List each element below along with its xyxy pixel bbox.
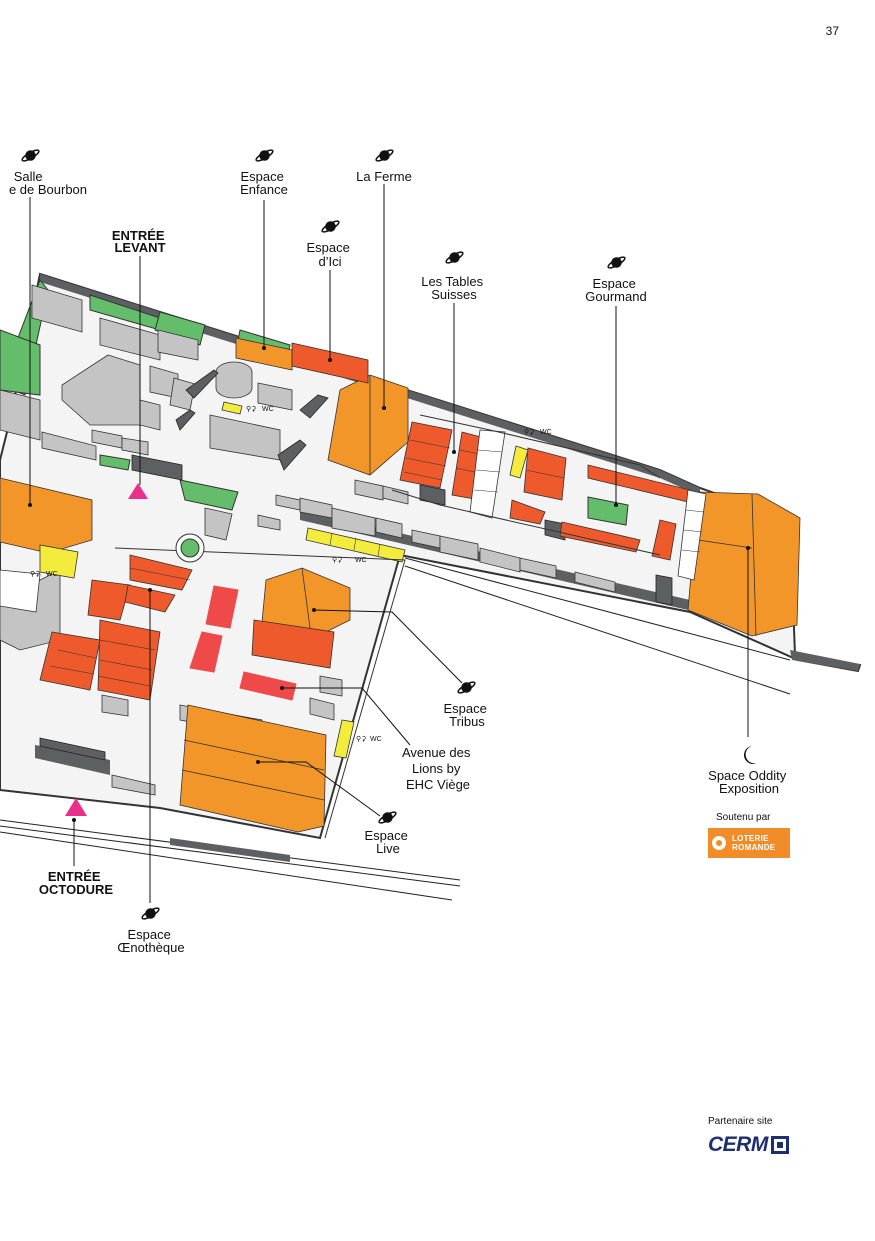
yellow-block-dividers <box>329 532 381 557</box>
partner-label: Partenaire site <box>708 1116 773 1127</box>
cerm-mark-icon <box>770 1136 789 1154</box>
label-espace-oenotheque: Espace Œnothèque <box>117 927 184 955</box>
label-espace-gourmand: Espace Gourmand <box>585 276 646 304</box>
red-zones <box>189 585 297 701</box>
dark-buildings <box>39 369 673 761</box>
label-entree-octodure: ENTRÉE OCTODURE <box>39 869 113 897</box>
loterie-line2: ROMANDE <box>732 843 776 852</box>
wc-icon: ⚲⚳ <box>356 735 366 743</box>
crescent-moon-icon <box>743 746 757 764</box>
wc-icon: ⚲⚳ <box>332 556 342 564</box>
label-espace-live: Espace Live <box>365 828 412 856</box>
wc-marker: ⚲⚳ WC <box>524 428 552 436</box>
leader-lines <box>29 184 749 903</box>
roundabout <box>175 533 205 563</box>
wc-marker: ⚲⚳ WC <box>332 556 367 564</box>
label-salle-bourbon: Salle e de Bourbon <box>9 169 87 197</box>
cerm-logo: CERM <box>708 1133 789 1157</box>
planet-icon <box>378 809 397 826</box>
wc-marker: ⚲⚳ WC <box>356 735 382 743</box>
wc-icon: ⚲⚳ <box>246 405 256 413</box>
planet-icon <box>445 249 464 266</box>
entrance-marker-icon <box>128 483 148 499</box>
planet-icon <box>141 905 160 922</box>
svg-text:WC: WC <box>370 736 382 743</box>
svg-text:WC: WC <box>262 406 274 413</box>
planet-icon <box>375 147 394 164</box>
loterie-romande-logo: LOTERIE ROMANDE <box>708 828 790 858</box>
red-orange-buildings <box>39 342 691 701</box>
svg-text:WC: WC <box>355 557 367 564</box>
south-wall <box>35 745 110 775</box>
planet-icon <box>457 679 476 696</box>
wc-marker: ⚲⚳ WC <box>30 570 58 578</box>
label-espace-enfance: Espace Enfance <box>240 169 288 197</box>
wc-icon: ⚲⚳ <box>30 570 40 578</box>
cerm-name: CERM <box>708 1133 768 1156</box>
entrance-marker-icon <box>65 798 87 816</box>
planet-icon <box>21 147 40 164</box>
label-tables-suisses: Les Tables Suisses <box>421 274 487 302</box>
orange-building-lines <box>181 375 757 801</box>
orange-buildings <box>0 337 801 833</box>
sponsor-label: Soutenu par <box>716 812 771 823</box>
east-road <box>790 650 860 671</box>
label-espace-tribus: Espace Tribus <box>444 701 491 729</box>
label-la-ferme: La Ferme <box>356 169 412 184</box>
svg-text:WC: WC <box>46 571 58 578</box>
yellow-blocks <box>39 401 529 759</box>
wc-icon: ⚲⚳ <box>524 428 534 436</box>
page-number: 37 <box>825 24 839 38</box>
leader-dots <box>28 346 750 822</box>
planet-icon <box>255 147 274 164</box>
loterie-line1: LOTERIE <box>732 834 769 843</box>
wc-marker: ⚲⚳ WC <box>246 405 274 413</box>
tent-grid <box>473 449 705 553</box>
lot-lines <box>114 414 661 839</box>
planet-icon <box>321 218 340 235</box>
planet-icon <box>607 254 626 271</box>
label-space-oddity: Space Oddity Exposition <box>708 768 790 796</box>
svg-text:WC: WC <box>540 429 552 436</box>
label-espace-dici: Espace d’Ici <box>307 240 354 269</box>
label-entree-levant: ENTRÉE LEVANT <box>112 228 168 255</box>
label-avenue-lions: Avenue des Lions by EHC Viège <box>402 745 474 792</box>
loterie-ring-icon <box>712 836 726 850</box>
south-track <box>170 838 290 862</box>
